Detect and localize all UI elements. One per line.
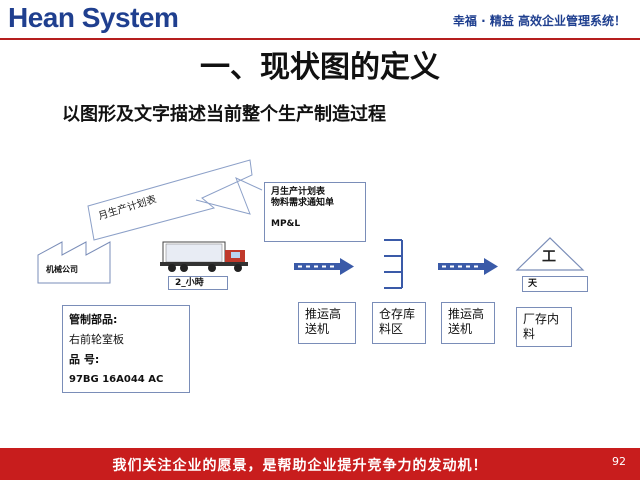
- process-box-3: 推运高送机: [441, 302, 495, 344]
- warehouse-label: 工: [542, 249, 556, 265]
- header-divider: [0, 38, 640, 40]
- plan-line-2: 物料需求通知单: [271, 198, 335, 208]
- plan-line-3: MP&L: [271, 219, 301, 229]
- page-title: 一、现状图的定义: [200, 50, 440, 85]
- production-plan-box: 月生产计划表 物料需求通知单 MP&L: [264, 182, 366, 242]
- truck-icon: [160, 241, 248, 272]
- page-subtitle: 以图形及文字描述当前整个生产制造过程: [62, 104, 386, 125]
- push-arrow-1: [294, 258, 354, 275]
- process-label-1: 推运高送机: [305, 307, 342, 336]
- part-line-2: 右前轮室板: [69, 333, 124, 346]
- factory-icon: [37, 241, 111, 284]
- inventory-days-box: 天: [522, 276, 588, 292]
- factory-label: 机械公司: [46, 265, 78, 274]
- process-box-4: 厂存内料: [516, 307, 572, 347]
- footer-slogan: 我们关注企业的愿景，是帮助企业提升竞争力的发动机！: [112, 458, 488, 474]
- info-arrow: [87, 159, 253, 241]
- page-number: 92: [612, 455, 626, 468]
- process-box-2: 仓存库料区: [372, 302, 426, 344]
- part-line-1: 管制部品:: [69, 313, 118, 326]
- warehouse-triangle-icon: [515, 237, 585, 271]
- process-label-3: 推运高送机: [448, 307, 485, 336]
- supermarket-icon: [384, 239, 403, 289]
- header-slogan: 幸福 · 精益 高效企业管理系统！: [452, 14, 626, 28]
- process-label-4: 厂存内料: [523, 312, 560, 341]
- part-line-3: 品 号:: [69, 353, 100, 366]
- process-label-2: 仓存库料区: [379, 307, 416, 336]
- info-zigzag: [195, 177, 263, 215]
- part-line-4: 97BG 16A044 AC: [69, 374, 164, 385]
- transport-time-box: 2_小時: [168, 276, 228, 290]
- controlled-part-box: 管制部品: 右前轮室板 品 号: 97BG 16A044 AC: [62, 305, 190, 393]
- inventory-days-label: 天: [528, 279, 538, 289]
- transport-time-label: 2_小時: [175, 278, 204, 288]
- logo: Hean System: [8, 2, 179, 33]
- process-box-1: 推运高送机: [298, 302, 356, 344]
- push-arrow-2: [438, 258, 498, 275]
- plan-line-1: 月生产计划表: [271, 187, 326, 197]
- footer-bar: [0, 448, 640, 480]
